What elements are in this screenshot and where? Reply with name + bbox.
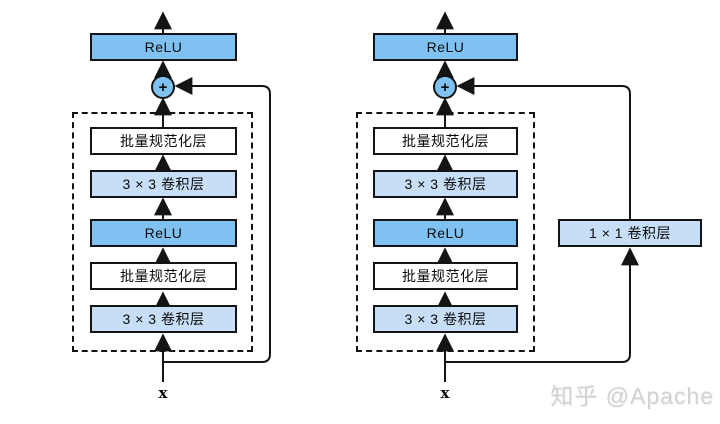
right-input-label: x	[440, 384, 450, 402]
left-skip-connection	[163, 77, 271, 363]
left-batchnorm-2-box: 批量规范化层	[90, 262, 237, 290]
right-batchnorm-2-box: 批量规范化层	[373, 262, 518, 290]
right-conv1x1-skip-box: 1 × 1 卷积层	[558, 219, 702, 247]
right-block-wires	[436, 11, 639, 382]
left-block-wires	[154, 11, 271, 382]
left-conv3x3-1-box: 3 × 3 卷积层	[90, 170, 237, 198]
right-skip-lower	[445, 247, 639, 363]
left-residual-body-border	[72, 112, 253, 352]
left-conv3x3-2-box: 3 × 3 卷积层	[90, 305, 237, 333]
right-add-node: +	[433, 75, 457, 99]
left-add-node: +	[151, 75, 175, 99]
right-inner-relu-box: ReLU	[373, 219, 518, 247]
right-residual-body-border	[356, 112, 535, 352]
right-batchnorm-1-box: 批量规范化层	[373, 127, 518, 155]
right-conv3x3-2-box: 3 × 3 卷积层	[373, 305, 518, 333]
left-output-relu-box: ReLU	[90, 33, 237, 61]
left-inner-relu-box: ReLU	[90, 219, 237, 247]
right-output-relu-box: ReLU	[373, 33, 518, 61]
right-conv3x3-1-box: 3 × 3 卷积层	[373, 170, 518, 198]
left-batchnorm-1-box: 批量规范化层	[90, 127, 237, 155]
left-input-label: x	[158, 384, 168, 402]
right-skip-upper	[456, 77, 631, 219]
watermark: 知乎 @Apache	[550, 383, 714, 409]
